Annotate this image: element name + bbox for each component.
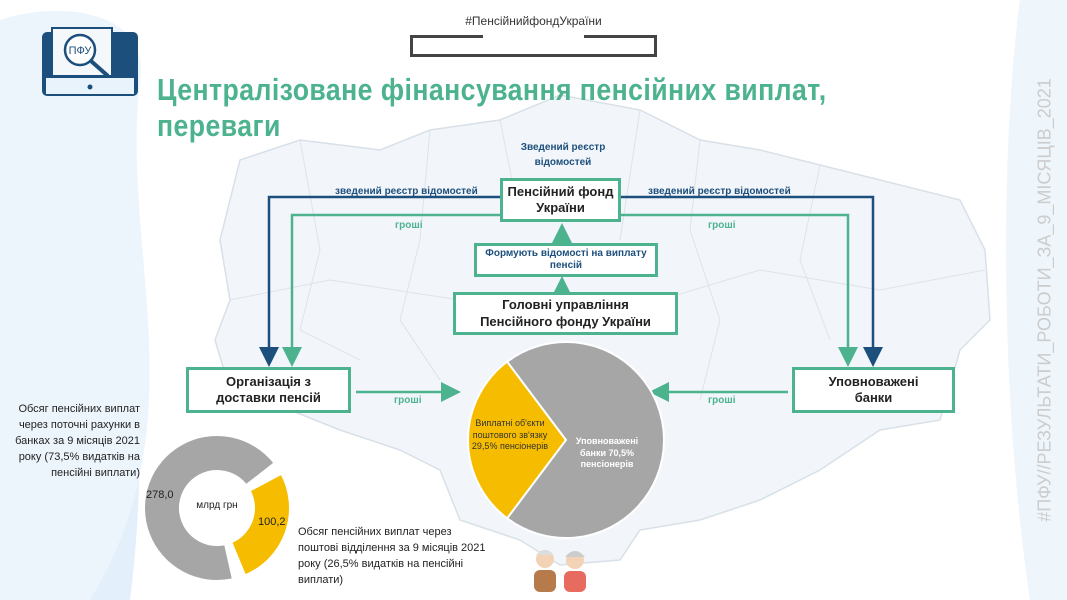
main-departments-box: Головні управління Пенсійного фонду Укра…: [453, 292, 678, 335]
svg-text:ПФУ: ПФУ: [69, 45, 93, 57]
page-title: Централізоване фінансування пенсійних ви…: [157, 72, 827, 143]
donut-slice-banks: [143, 434, 276, 582]
money-label: гроші: [708, 395, 736, 406]
formuiut-box: Формують відомості на виплату пенсій: [474, 243, 658, 277]
pie-label-banks: Уповноважені банки 70,5% пенсіонерів: [575, 436, 639, 470]
note-post: Обсяг пенсійних виплат через поштові від…: [298, 526, 486, 586]
register-label-left: зведений реєстр відомостей: [335, 186, 478, 197]
pfu-box: Пенсійний фонд України: [500, 178, 621, 222]
pie-slice-banks: [505, 341, 665, 539]
donut-slice-post: [229, 472, 291, 577]
side-caption-text: #ПФУ//РЕЗУЛЬТАТИ_РОБОТИ_ЗА_9_МІСЯЦІВ_202…: [1034, 78, 1055, 522]
register-label-right: зведений реєстр відомостей: [648, 186, 791, 197]
note-banks: Обсяг пенсійних виплат через поточні рах…: [15, 403, 140, 479]
pie-label-post: Виплатні об'єкти поштового зв'язку 29,5%…: [471, 418, 549, 452]
pie-slice-post: [467, 360, 568, 520]
delivery-org-box: Організація з доставки пенсій: [186, 367, 351, 413]
donut-center-label: млрд грн: [196, 500, 238, 511]
top-register-label: Зведений реєстр відомостей: [520, 142, 606, 168]
header-frame: [410, 35, 657, 57]
money-label: гроші: [394, 395, 422, 406]
donut-value-yellow: 100,2: [258, 516, 286, 528]
donut-value-gray: 278,0: [146, 489, 174, 501]
hashtag: #ПенсійнийфондУкраїни: [465, 14, 602, 28]
pfu-logo-icon: ПФУ: [42, 27, 138, 96]
money-label: гроші: [708, 220, 736, 231]
money-label: гроші: [395, 220, 423, 231]
pensioners-icon: [534, 550, 586, 592]
banks-box: Уповноважені банки: [792, 367, 955, 413]
